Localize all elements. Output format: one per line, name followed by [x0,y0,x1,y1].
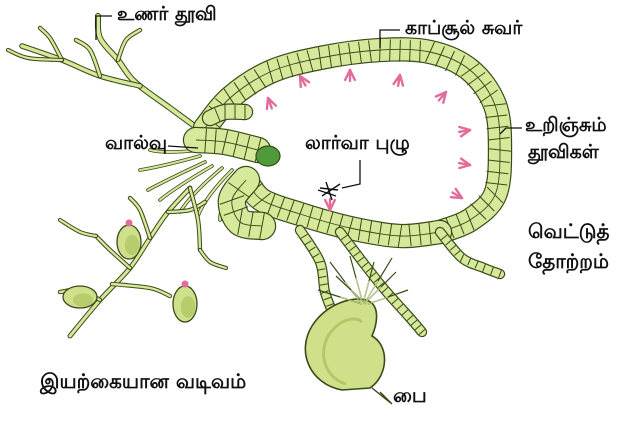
bladder-tip [182,281,189,288]
label-section-line2: தோற்றம் [528,250,609,273]
bladder-stalk [372,388,392,404]
natural-branch-6 [112,284,170,296]
valve-flap [256,146,280,166]
bladder-bristle-hi [368,297,388,304]
natural-twig-1 [60,220,96,236]
bladder-body [305,299,384,390]
natural-bladder [63,286,97,308]
label-bladder: பை [393,384,427,407]
label-capsule-wall: காப்சூல் சுவர் [405,18,522,40]
label-valve: வால்வு [105,133,167,155]
label-natural-form: இயற்கையான வடிவம் [40,370,246,393]
label-sensory-bristle: உணர் தூவி [117,4,217,26]
label-section-line1: வெட்டுத் [528,220,610,243]
larva [318,182,340,200]
natural-branch-4 [190,188,200,250]
absorbing-hair [300,76,301,87]
antenna-twig-3 [118,30,140,60]
antenna-main [98,16,200,130]
bladder-tip [126,220,133,227]
leader-larva [342,160,360,188]
natural-twig-2 [200,250,226,268]
label-absorbing-hairs-line2: தூவிகள் [528,142,599,164]
natural-bladder [117,225,141,259]
valve-cells [196,129,261,162]
label-larva: லார்வா புழு [305,133,410,155]
natural-bladder [173,286,197,322]
absorbing-hair [267,98,268,109]
absorbing-hair [459,127,470,130]
label-absorbing-hairs-line1: உறிஞ்சும் [525,115,607,137]
upper-collar [210,105,245,122]
filament-lower-3 [440,232,501,278]
